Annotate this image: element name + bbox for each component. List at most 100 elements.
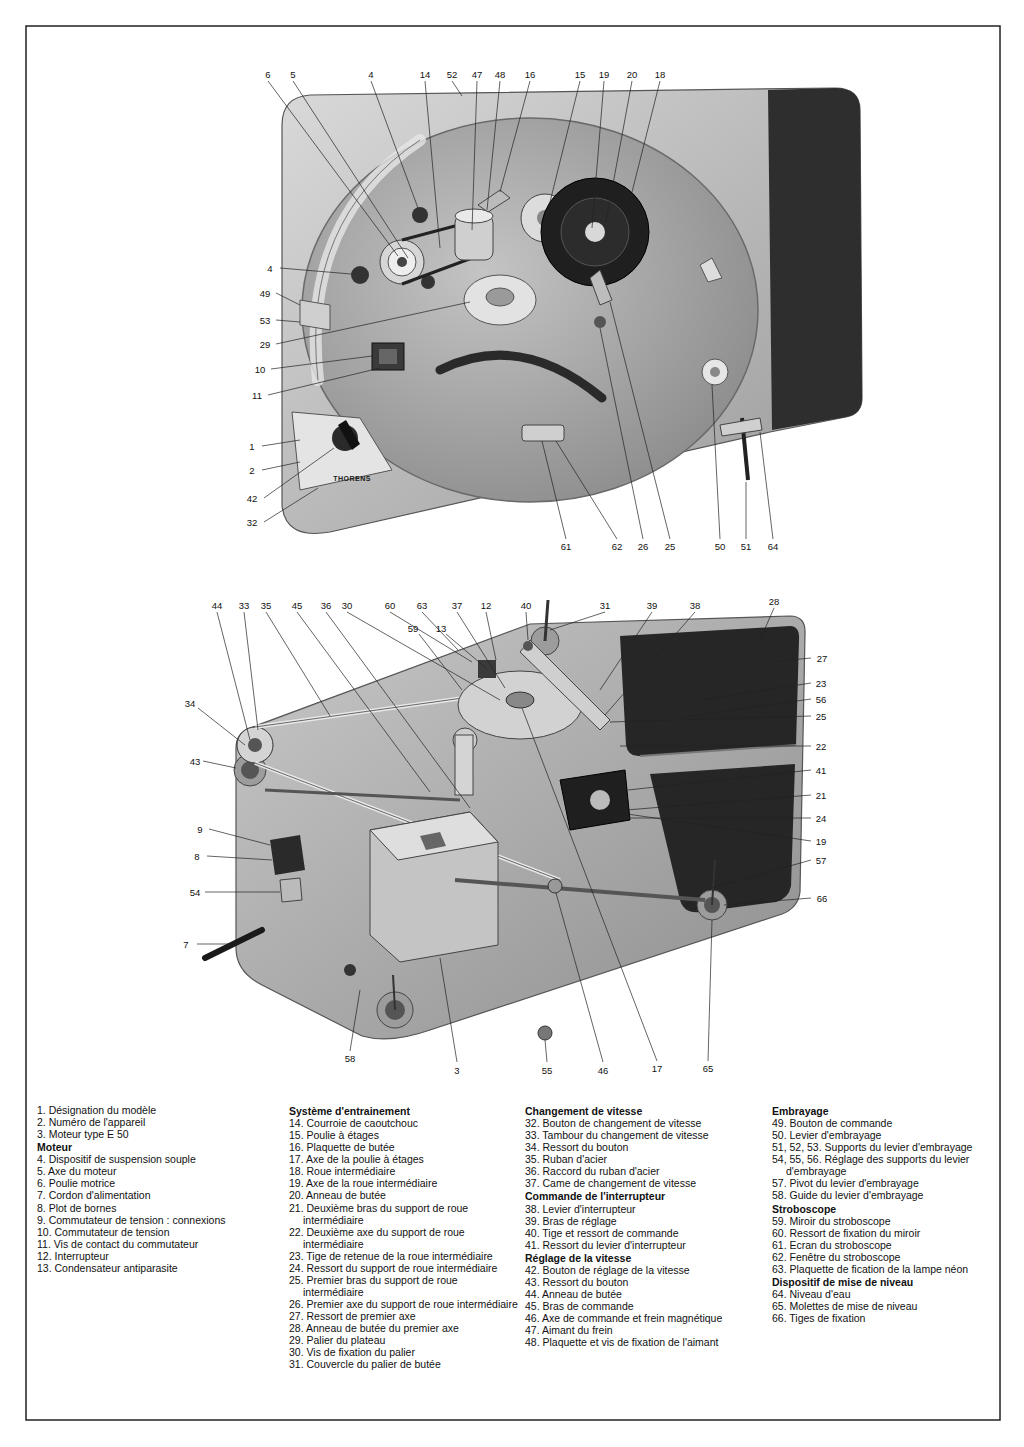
- legend-item: 65. Molettes de mise de niveau: [772, 1300, 996, 1312]
- legend-item: 11. Vis de contact du commutateur: [37, 1238, 282, 1250]
- callout-number: 40: [521, 600, 532, 611]
- callout-number: 50: [715, 541, 726, 552]
- callout-number: 17: [652, 1063, 663, 1074]
- callout-number: 32: [247, 517, 258, 528]
- legend-item: 26. Premier axe du support de roue inter…: [289, 1298, 521, 1310]
- callout-number: 30: [342, 600, 353, 611]
- callout-number: 28: [769, 596, 780, 607]
- callout-number: 23: [816, 678, 827, 689]
- legend-item: 17. Axe de la poulie à étages: [289, 1153, 521, 1165]
- bottom-view: [205, 600, 805, 1040]
- legend-heading: Commande de l'interrupteur: [525, 1189, 767, 1202]
- callout-number: 45: [292, 600, 303, 611]
- legend-item: 39. Bras de réglage: [525, 1215, 767, 1227]
- callout-number: 7: [183, 939, 188, 950]
- legend-item: 12. Interrupteur: [37, 1250, 282, 1262]
- callout-number: 16: [525, 69, 536, 80]
- legend-item: 32. Bouton de changement de vitesse: [525, 1117, 767, 1129]
- legend-heading: Dispositif de mise de niveau: [772, 1275, 996, 1288]
- callout-number: 25: [816, 711, 827, 722]
- callout-number: 22: [816, 741, 827, 752]
- callout-number: 51: [741, 541, 752, 552]
- callout-number: 34: [185, 698, 196, 709]
- callout-number: 25: [665, 541, 676, 552]
- legend-item: 62. Fenêtre du stroboscope: [772, 1251, 996, 1263]
- callout-number: 29: [260, 339, 271, 350]
- callout-number: 20: [627, 69, 638, 80]
- callout-number: 33: [239, 600, 250, 611]
- brand-text: THORENS: [333, 473, 371, 484]
- callout-number: 12: [481, 600, 492, 611]
- callout-number: 9: [197, 824, 202, 835]
- legend-item: 3. Moteur type E 50: [37, 1128, 282, 1140]
- legend-item: 4. Dispositif de suspension souple: [37, 1153, 282, 1165]
- callout-number: 56: [816, 694, 827, 705]
- legend-item: 66. Tiges de fixation: [772, 1312, 996, 1324]
- callout-number: 13: [436, 623, 447, 634]
- callout-number: 44: [212, 600, 223, 611]
- legend-item: 54, 55, 56. Réglage des supports du levi…: [772, 1153, 996, 1177]
- legend-item: 8. Plot de bornes: [37, 1202, 282, 1214]
- legend-item: 46. Axe de commande et frein magnétique: [525, 1312, 767, 1324]
- callout-number: 19: [816, 836, 827, 847]
- legend-item: 59. Miroir du stroboscope: [772, 1215, 996, 1227]
- legend-item: 10. Commutateur de tension: [37, 1226, 282, 1238]
- legend-heading: Système d'entrainement: [289, 1104, 521, 1117]
- callout-number: 48: [495, 69, 506, 80]
- legend-item: 1. Désignation du modèle: [37, 1104, 282, 1116]
- callout-number: 35: [261, 600, 272, 611]
- legend-item: 61. Ecran du stroboscope: [772, 1239, 996, 1251]
- callout-number: 5: [290, 69, 295, 80]
- legend-item: 22. Deuxième axe du support de roue inte…: [289, 1226, 521, 1250]
- legend-item: 47. Aimant du frein: [525, 1324, 767, 1336]
- legend-item: 42. Bouton de réglage de la vitesse: [525, 1264, 767, 1276]
- callout-number: 54: [190, 887, 201, 898]
- callout-number: 36: [321, 600, 332, 611]
- callout-number: 4: [368, 69, 373, 80]
- callout-number: 60: [385, 600, 396, 611]
- legend-item: 29. Palier du plateau: [289, 1334, 521, 1346]
- legend-item: 33. Tambour du changement de vitesse: [525, 1129, 767, 1141]
- legend-item: 2. Numéro de l'appareil: [37, 1116, 282, 1128]
- legend-item: 49. Bouton de commande: [772, 1117, 996, 1129]
- callout-number: 1: [249, 441, 254, 452]
- legend-item: 38. Levier d'interrupteur: [525, 1203, 767, 1215]
- callout-number: 37: [452, 600, 463, 611]
- legend-item: 36. Raccord du ruban d'acier: [525, 1165, 767, 1177]
- legend-item: 37. Came de changement de vitesse: [525, 1177, 767, 1189]
- legend-item: 43. Ressort du bouton: [525, 1276, 767, 1288]
- callout-number: 26: [638, 541, 649, 552]
- legend-item: 35. Ruban d'acier: [525, 1153, 767, 1165]
- legend-heading: Changement de vitesse: [525, 1104, 767, 1117]
- callout-number: 6: [265, 69, 270, 80]
- legend-item: 60. Ressort de fixation du miroir: [772, 1227, 996, 1239]
- callout-number: 21: [816, 790, 827, 801]
- legend-item: 64. Niveau d'eau: [772, 1288, 996, 1300]
- callout-number: 42: [247, 493, 258, 504]
- callout-number: 27: [817, 653, 828, 664]
- callout-number: 59: [408, 623, 419, 634]
- legend-item: 28. Anneau de butée du premier axe: [289, 1322, 521, 1334]
- legend-item: 51, 52, 53. Supports du levier d'embraya…: [772, 1141, 996, 1153]
- legend-item: 45. Bras de commande: [525, 1300, 767, 1312]
- legend-item: 9. Commutateur de tension : connexions: [37, 1214, 282, 1226]
- callout-number: 58: [345, 1053, 356, 1064]
- legend-heading: Embrayage: [772, 1104, 996, 1117]
- legend-item: 25. Premier bras du support de roue inte…: [289, 1274, 521, 1298]
- callout-number: 10: [255, 364, 266, 375]
- callout-number: 19: [599, 69, 610, 80]
- legend-heading: Stroboscope: [772, 1202, 996, 1215]
- callout-number: 41: [816, 765, 827, 776]
- legend-item: 15. Poulie à étages: [289, 1129, 521, 1141]
- callout-number: 11: [252, 390, 262, 401]
- legend-item: 21. Deuxième bras du support de roue int…: [289, 1202, 521, 1226]
- callout-number: 53: [260, 315, 271, 326]
- legend-item: 41. Ressort du levier d'interrupteur: [525, 1239, 767, 1251]
- callout-number: 4: [267, 263, 272, 274]
- legend-item: 5. Axe du moteur: [37, 1165, 282, 1177]
- callout-number: 18: [655, 69, 666, 80]
- legend-heading: Moteur: [37, 1140, 282, 1153]
- callout-number: 24: [816, 813, 827, 824]
- legend-item: 13. Condensateur antiparasite: [37, 1262, 282, 1274]
- callout-number: 63: [417, 600, 428, 611]
